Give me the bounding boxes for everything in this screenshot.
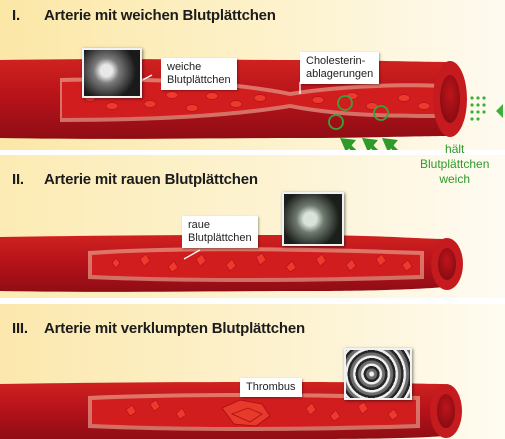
- panel-soft-platelets: I.Arterie mit weichen Blutplättchen: [0, 0, 505, 150]
- note-text: hält Blutplättchen weich: [420, 142, 489, 186]
- callout-soft-platelets: weiche Blutplättchen: [161, 58, 237, 90]
- green-arrowheads: [340, 138, 398, 150]
- platelet-micrograph: [282, 192, 344, 246]
- callout-cholesterol: Cholesterin- ablagerungen: [300, 52, 379, 84]
- callout-rough-platelets: raue Blutplättchen: [182, 216, 258, 248]
- soft-platelets-note: hält Blutplättchen weich: [420, 142, 489, 187]
- thrombus-micrograph: [344, 348, 412, 400]
- artery-illustration: [0, 304, 505, 439]
- green-dots-icon: [470, 96, 503, 120]
- artery-illustration: [0, 0, 505, 150]
- artery-lumen: [92, 251, 420, 278]
- callout-text: Thrombus: [246, 381, 296, 393]
- callout-text: weiche Blutplättchen: [167, 61, 231, 86]
- artery-opening: [437, 394, 455, 428]
- callout-text: raue Blutplättchen: [188, 219, 252, 244]
- panel-clumped-platelets: III.Arterie mit verklumpten Blutplättche…: [0, 304, 505, 439]
- callout-text: Cholesterin- ablagerungen: [306, 55, 373, 80]
- platelet-micrograph: [82, 48, 142, 98]
- callout-thrombus: Thrombus: [240, 378, 302, 397]
- artery-opening: [440, 75, 460, 123]
- artery-opening: [438, 248, 456, 280]
- green-arrow-icon: [348, 144, 412, 150]
